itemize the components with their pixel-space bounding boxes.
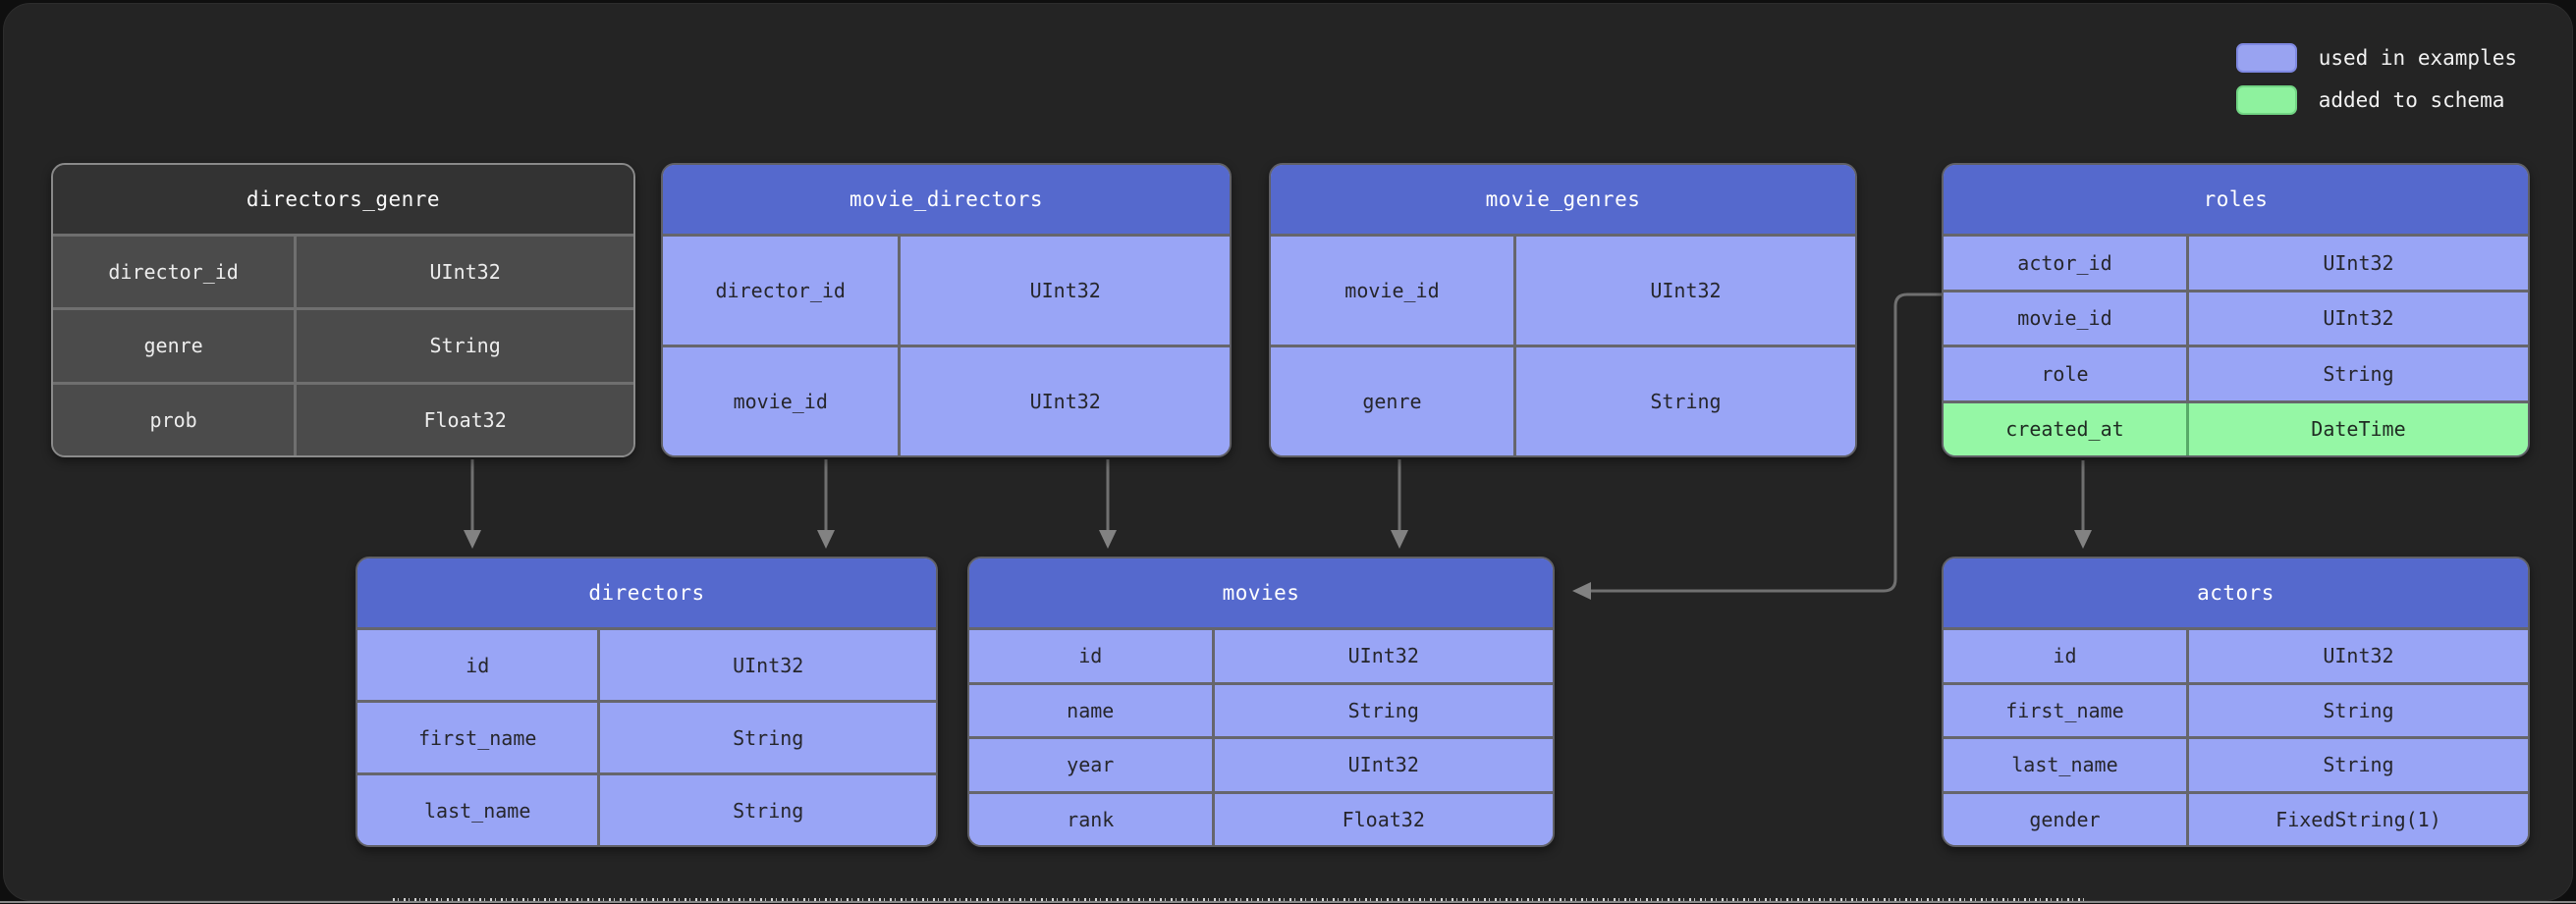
column-type: String <box>597 775 936 845</box>
column-name: actor_id <box>1944 237 2186 290</box>
column-name: gender <box>1944 793 2186 845</box>
column-type: UInt32 <box>2185 630 2528 682</box>
table-title: movies <box>969 558 1553 630</box>
table-title: movie_genres <box>1271 165 1855 237</box>
column-name: last_name <box>357 775 598 845</box>
column-type: String <box>597 703 936 772</box>
table-row: director_id UInt32 <box>663 237 1230 345</box>
bottom-edge-line <box>0 901 2576 903</box>
table-title: directors <box>357 558 936 630</box>
column-type: Float32 <box>1211 793 1553 845</box>
legend-label: added to schema <box>2318 88 2505 112</box>
table-row: first_name String <box>357 700 936 772</box>
table-row: movie_id UInt32 <box>1944 289 2528 345</box>
column-type: UInt32 <box>294 237 633 308</box>
background-window-sliver <box>393 898 2087 901</box>
column-type: String <box>2185 347 2528 400</box>
column-type: String <box>1512 347 1855 455</box>
column-name: first_name <box>1944 684 2186 736</box>
legend: used in examples added to schema <box>2235 43 2517 115</box>
legend-item-added-to-schema: added to schema <box>2235 85 2517 115</box>
table-row: gender FixedString(1) <box>1944 790 2528 845</box>
column-type: DateTime <box>2185 402 2528 455</box>
table-row: genre String <box>53 307 633 382</box>
column-type: UInt32 <box>1211 739 1553 791</box>
column-type: UInt32 <box>2185 292 2528 345</box>
column-name: director_id <box>663 237 899 345</box>
column-name: last_name <box>1944 739 2186 791</box>
table-actors: actors id UInt32 first_name String last_… <box>1942 557 2530 847</box>
column-type: Float32 <box>294 384 633 455</box>
table-title: actors <box>1944 558 2528 630</box>
column-name: id <box>969 630 1212 682</box>
column-type: String <box>2185 684 2528 736</box>
table-row: last_name String <box>357 772 936 845</box>
column-name: prob <box>53 384 295 455</box>
column-type: UInt32 <box>2185 237 2528 290</box>
column-name: genre <box>1271 347 1513 455</box>
table-roles: roles actor_id UInt32 movie_id UInt32 ro… <box>1942 163 2530 457</box>
table-row: name String <box>969 681 1553 736</box>
column-name: id <box>1944 630 2186 682</box>
column-name: rank <box>969 793 1212 845</box>
column-type: FixedString(1) <box>2185 793 2528 845</box>
legend-swatch-added-to-schema <box>2235 85 2297 115</box>
column-type: UInt32 <box>1211 630 1553 682</box>
column-name: year <box>969 739 1212 791</box>
table-row: prob Float32 <box>53 381 633 455</box>
column-name: genre <box>53 310 295 382</box>
table-movie_genres: movie_genres movie_id UInt32 genre Strin… <box>1269 163 1857 457</box>
table-title: directors_genre <box>53 165 633 237</box>
legend-swatch-used-in-examples <box>2235 43 2297 73</box>
table-row: first_name String <box>1944 681 2528 736</box>
column-name: movie_id <box>1271 237 1513 345</box>
table-title: roles <box>1944 165 2528 237</box>
table-row-added-to-schema: created_at DateTime <box>1944 399 2528 455</box>
column-name: role <box>1944 347 2186 400</box>
table-row: id UInt32 <box>1944 630 2528 682</box>
table-row: movie_id UInt32 <box>1271 237 1855 345</box>
table-row: movie_id UInt32 <box>663 345 1230 455</box>
column-name: name <box>969 684 1212 736</box>
table-row: rank Float32 <box>969 790 1553 845</box>
table-row: id UInt32 <box>357 630 936 700</box>
table-row: role String <box>1944 345 2528 400</box>
column-type: String <box>2185 739 2528 791</box>
column-type: String <box>1211 684 1553 736</box>
table-row: actor_id UInt32 <box>1944 237 2528 290</box>
table-row: year UInt32 <box>969 736 1553 791</box>
table-movies: movies id UInt32 name String year UInt32… <box>967 557 1555 847</box>
column-name: id <box>357 630 598 700</box>
table-directors: directors id UInt32 first_name String la… <box>356 557 938 847</box>
column-name: director_id <box>53 237 295 308</box>
table-row: genre String <box>1271 345 1855 455</box>
column-type: UInt32 <box>597 630 936 700</box>
column-type: String <box>294 310 633 382</box>
table-directors_genre: directors_genre director_id UInt32 genre… <box>51 163 635 457</box>
table-row: id UInt32 <box>969 630 1553 682</box>
legend-item-used-in-examples: used in examples <box>2235 43 2517 73</box>
column-name: created_at <box>1944 402 2186 455</box>
table-title: movie_directors <box>663 165 1230 237</box>
column-name: first_name <box>357 703 598 772</box>
table-movie_directors: movie_directors director_id UInt32 movie… <box>661 163 1232 457</box>
table-row: last_name String <box>1944 736 2528 791</box>
column-name: movie_id <box>1944 292 2186 345</box>
column-type: UInt32 <box>1512 237 1855 345</box>
column-type: UInt32 <box>898 237 1230 345</box>
table-row: director_id UInt32 <box>53 237 633 308</box>
legend-label: used in examples <box>2318 46 2517 70</box>
column-type: UInt32 <box>898 347 1230 455</box>
column-name: movie_id <box>663 347 899 455</box>
